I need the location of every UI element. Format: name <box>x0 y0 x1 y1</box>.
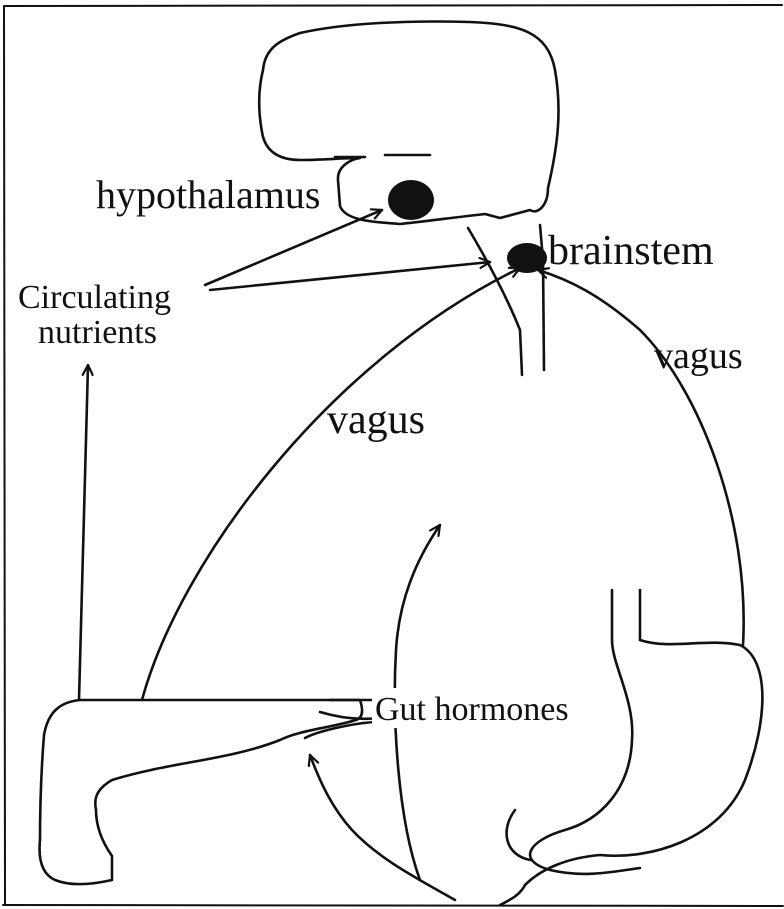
hypothalamus-label: hypothalamus <box>96 172 320 217</box>
vagus-right-label: vagus <box>654 335 743 377</box>
brainstem-label: brainstem <box>548 228 714 274</box>
gut-hormones-label: Gut hormones <box>375 691 569 728</box>
vagus-right-pathway <box>538 270 744 645</box>
circulating-label: Circulating <box>18 279 171 316</box>
vagus-left-pathway <box>142 268 520 700</box>
arrow-gut-to-circulation <box>79 365 88 700</box>
hypothalamus-nucleus <box>388 180 434 220</box>
intestine-outline <box>40 700 363 884</box>
vagus-left-label: vagus <box>327 397 425 443</box>
esophagus-left-wall <box>530 590 640 874</box>
arrow-nutrients-to-hypothalamus <box>205 210 382 285</box>
gut-hormones-bracket <box>305 700 378 738</box>
nutrients-label: nutrients <box>38 314 157 351</box>
duodenum-curve <box>507 810 530 860</box>
brainstem-nucleus <box>507 243 547 273</box>
diagram-frame <box>3 5 783 906</box>
spinal-cord-right-line <box>540 225 544 370</box>
arrow-gut-hormones-to-intestine <box>310 755 455 900</box>
